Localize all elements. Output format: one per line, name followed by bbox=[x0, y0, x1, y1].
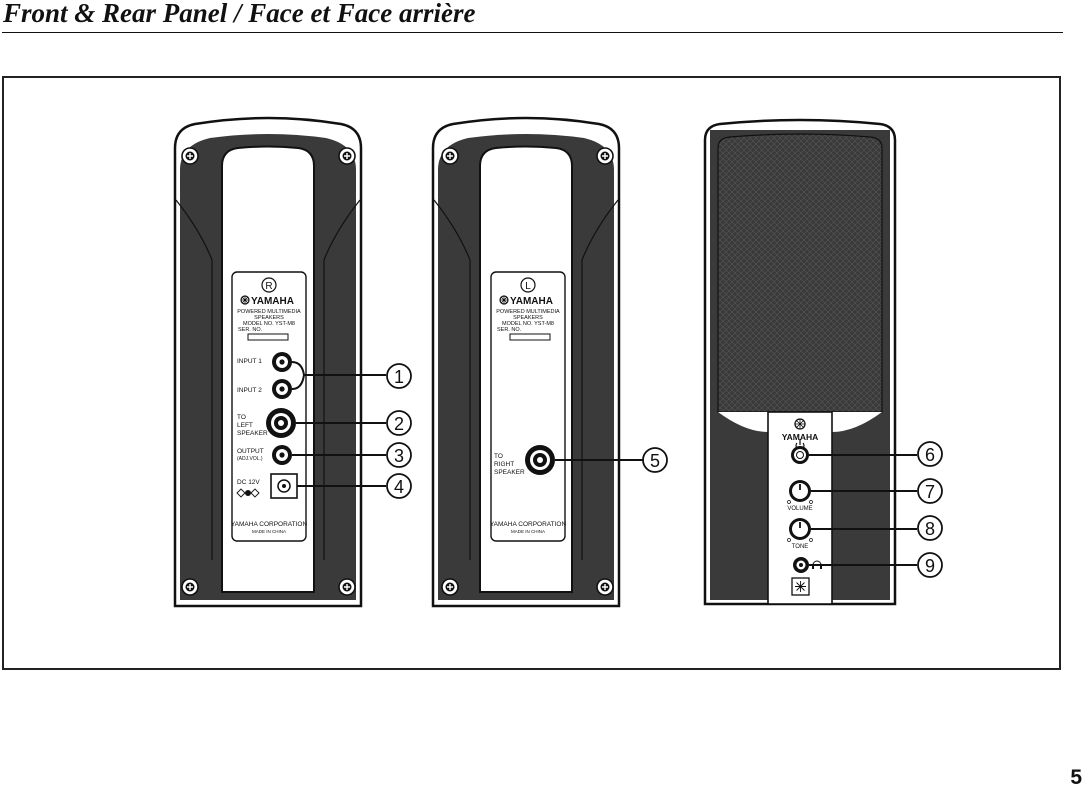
callout-5: 5 bbox=[642, 447, 668, 473]
front-badge bbox=[791, 577, 810, 596]
yamaha-logo-icon bbox=[794, 418, 806, 430]
page-number: 5 bbox=[1070, 766, 1082, 789]
product-line-2: SPEAKERS bbox=[254, 315, 284, 321]
serial-label: SER. NO. bbox=[238, 327, 263, 333]
channel-mark: R bbox=[265, 281, 272, 292]
callout-2: 2 bbox=[386, 410, 412, 436]
callout-3: 3 bbox=[386, 442, 412, 468]
input1-jack[interactable] bbox=[272, 352, 292, 372]
headphone-jack[interactable] bbox=[793, 557, 809, 573]
model-number: MODEL NO. YST-M8 bbox=[502, 321, 554, 327]
input1-label: INPUT 1 bbox=[237, 358, 262, 365]
figure-frame bbox=[2, 76, 1061, 670]
output-jack[interactable] bbox=[272, 445, 292, 465]
svg-text:5: 5 bbox=[650, 451, 660, 471]
svg-text:3: 3 bbox=[394, 446, 404, 466]
svg-text:4: 4 bbox=[394, 477, 404, 497]
svg-text:1: 1 bbox=[394, 367, 404, 387]
to-left-speaker-jack[interactable] bbox=[266, 408, 296, 438]
svg-text:8: 8 bbox=[925, 519, 935, 539]
serial-box bbox=[509, 333, 551, 341]
dc-power-jack[interactable] bbox=[270, 473, 298, 499]
output-label: OUTPUT bbox=[237, 448, 264, 455]
origin-label: MADE IN CHINA bbox=[511, 529, 545, 534]
callout-6: 6 bbox=[917, 441, 943, 467]
serial-label: SER. NO. bbox=[497, 327, 522, 333]
product-line-2: SPEAKERS bbox=[513, 315, 543, 321]
svg-text:7: 7 bbox=[925, 482, 935, 502]
volume-label: VOLUME bbox=[787, 506, 812, 512]
corporation-label: YAMAHA CORPORATION bbox=[231, 521, 308, 528]
callout-8: 8 bbox=[917, 515, 943, 541]
yamaha-logo-icon bbox=[499, 295, 509, 305]
origin-label: MADE IN CHINA bbox=[252, 529, 286, 534]
front-speaker: YAMAHA VOLUME TONE bbox=[703, 118, 897, 606]
to-left-speaker-label-1: TO bbox=[237, 414, 246, 421]
screw-icon bbox=[441, 578, 459, 596]
left-speaker-rear: L YAMAHA POWERED MULTIMEDIA SPEAKERS MOD… bbox=[431, 116, 621, 608]
callout-9: 9 bbox=[917, 552, 943, 578]
screw-icon bbox=[596, 147, 614, 165]
svg-text:6: 6 bbox=[925, 445, 935, 465]
model-number: MODEL NO. YST-M8 bbox=[243, 321, 295, 327]
to-right-speaker-label-3: SPEAKER bbox=[494, 469, 525, 476]
to-left-speaker-label-2: LEFT bbox=[237, 422, 253, 429]
to-left-speaker-label-3: SPEAKER bbox=[237, 430, 268, 437]
tone-knob[interactable] bbox=[787, 518, 813, 542]
channel-mark: L bbox=[525, 281, 531, 292]
right-speaker-rear: R YAMAHA POWERED MULTIMEDIA SPEAKERS MOD… bbox=[173, 116, 363, 608]
screw-icon bbox=[181, 147, 199, 165]
to-right-speaker-label-2: RIGHT bbox=[494, 461, 514, 468]
power-button[interactable] bbox=[791, 446, 809, 464]
yamaha-logo-icon bbox=[240, 295, 250, 305]
brand-label: YAMAHA bbox=[782, 432, 819, 442]
volume-knob[interactable] bbox=[787, 480, 813, 504]
svg-text:9: 9 bbox=[925, 556, 935, 576]
callout-4: 4 bbox=[386, 473, 412, 499]
dc-polarity-icon bbox=[236, 488, 260, 498]
screw-icon bbox=[338, 578, 356, 596]
screw-icon bbox=[181, 578, 199, 596]
tone-label: TONE bbox=[792, 544, 809, 550]
to-right-speaker-jack[interactable] bbox=[525, 445, 555, 475]
brand-label: YAMAHA bbox=[510, 296, 553, 307]
screw-icon bbox=[596, 578, 614, 596]
output-sublabel: (ADJ.VOL.) bbox=[237, 456, 263, 462]
input2-label: INPUT 2 bbox=[237, 387, 262, 394]
speaker-grille bbox=[717, 133, 883, 413]
product-line-1: POWERED MULTIMEDIA bbox=[237, 309, 301, 315]
product-line-1: POWERED MULTIMEDIA bbox=[496, 309, 560, 315]
callout-7: 7 bbox=[917, 478, 943, 504]
callout-leaders bbox=[292, 374, 917, 566]
dc-label: DC 12V bbox=[237, 479, 260, 486]
corporation-label: YAMAHA CORPORATION bbox=[490, 521, 567, 528]
svg-text:2: 2 bbox=[394, 414, 404, 434]
screw-icon bbox=[338, 147, 356, 165]
callout-1: 1 bbox=[386, 363, 412, 389]
screw-icon bbox=[441, 147, 459, 165]
serial-box bbox=[247, 333, 289, 341]
to-right-speaker-label-1: TO bbox=[494, 453, 503, 460]
page-title: Front & Rear Panel / Face et Face arrièr… bbox=[3, 0, 476, 28]
title-rule bbox=[2, 32, 1063, 33]
brand-label: YAMAHA bbox=[251, 296, 294, 307]
input2-jack[interactable] bbox=[272, 379, 292, 399]
